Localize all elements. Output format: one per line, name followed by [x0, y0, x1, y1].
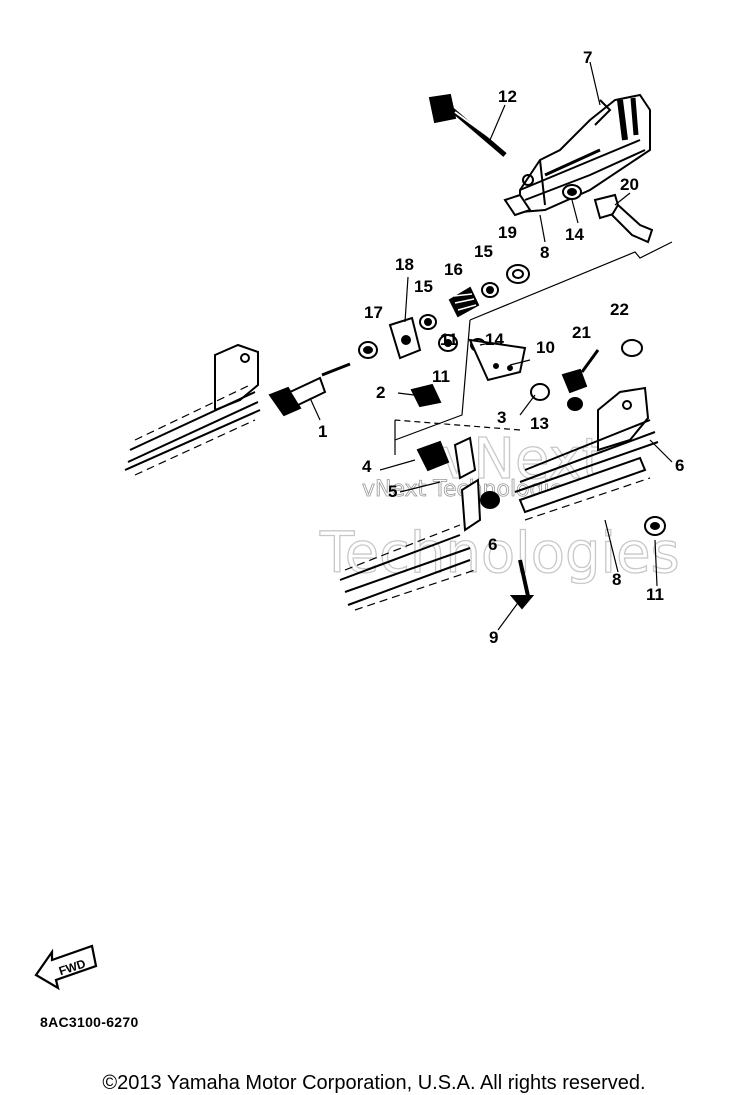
- callout-21: 21: [572, 323, 591, 342]
- callout-11a: 11: [432, 367, 450, 386]
- callout-2: 2: [376, 383, 385, 402]
- callout-6b: 6: [488, 535, 497, 554]
- callout-3: 3: [497, 408, 506, 427]
- watermark: vNext Technologies vNext Technologies: [318, 426, 680, 586]
- callout-4: 4: [362, 457, 372, 476]
- callout-11b: 11: [646, 585, 664, 604]
- callout-12: 12: [498, 87, 517, 106]
- lower-rail-assembly: [339, 386, 666, 611]
- callout-7: 7: [583, 48, 592, 67]
- callout-5: 5: [388, 482, 397, 501]
- callout-17: 17: [364, 303, 383, 322]
- callout-labels: 1 2 3 4 5 6 6 7 8 8 9 10 11 11 11 12 13 …: [318, 48, 684, 647]
- upper-rail-assembly: [503, 93, 651, 217]
- callout-6a: 6: [675, 456, 684, 475]
- callout-19: 19: [498, 223, 517, 242]
- pin-20: [562, 184, 654, 244]
- left-rail-assembly: [124, 343, 351, 476]
- callout-16: 16: [444, 260, 463, 279]
- middle-fasteners: [358, 264, 643, 411]
- callout-20: 20: [620, 175, 639, 194]
- bolt-12: [428, 93, 511, 157]
- callout-10: 10: [536, 338, 555, 357]
- callout-1: 1: [318, 422, 327, 441]
- fwd-arrow-icon: FWD: [34, 944, 98, 991]
- callout-18: 18: [395, 255, 414, 274]
- callout-14b: 14: [485, 330, 504, 349]
- callout-11c: 11: [440, 330, 458, 349]
- part-code: 8AC3100-6270: [40, 1014, 139, 1030]
- callout-14a: 14: [565, 225, 584, 244]
- callout-15b: 15: [474, 242, 493, 261]
- assembly-leaders: [394, 241, 673, 455]
- copyright-notice: ©2013 Yamaha Motor Corporation, U.S.A. A…: [102, 1072, 646, 1094]
- callout-8b: 8: [612, 570, 621, 589]
- callout-8a: 8: [540, 243, 549, 262]
- callout-9: 9: [489, 628, 498, 647]
- callout-leaders: [309, 61, 673, 631]
- watermark-line2: Technologies: [319, 521, 680, 586]
- callout-15a: 15: [414, 277, 433, 296]
- callout-13: 13: [530, 414, 549, 433]
- callout-22: 22: [610, 300, 629, 319]
